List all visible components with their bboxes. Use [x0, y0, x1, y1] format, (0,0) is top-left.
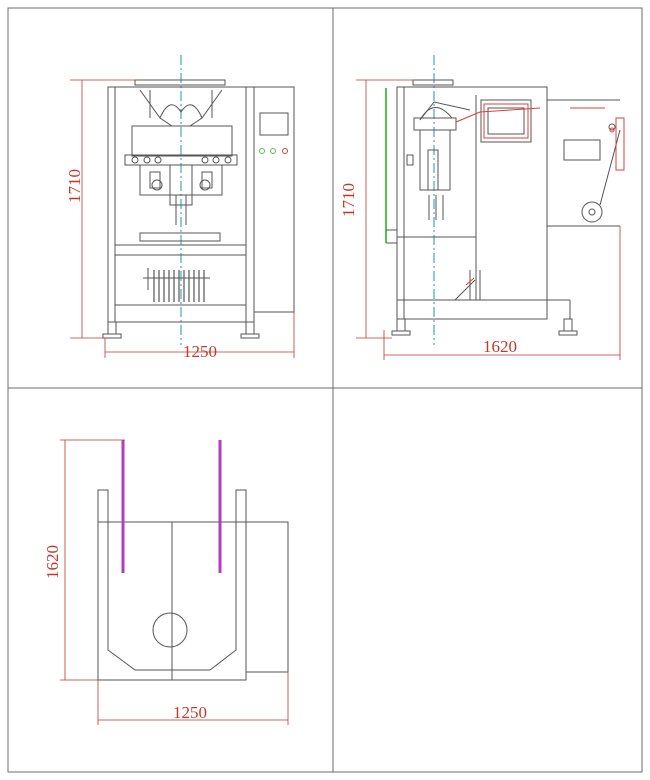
top-width-dimension: 1250 — [173, 703, 207, 722]
button-green-right — [270, 148, 276, 154]
top-view: 1620 1250 — [43, 439, 289, 725]
side-machine-body — [386, 79, 621, 336]
front-dimensions — [70, 79, 295, 358]
front-comb-teeth — [153, 270, 205, 302]
side-dimensions — [356, 79, 621, 360]
front-width-dimension: 1250 — [183, 342, 217, 361]
front-view: 1710 1250 — [65, 55, 295, 361]
button-red — [282, 148, 288, 154]
empty-quadrant — [334, 389, 641, 771]
top-view-rails — [121, 440, 222, 573]
side-view: 1710 1620 — [339, 55, 625, 360]
top-dimensions — [60, 439, 289, 725]
top-depth-dimension: 1620 — [43, 545, 62, 579]
side-width-dimension: 1620 — [483, 337, 517, 356]
sheet-frame — [7, 7, 643, 773]
front-height-dimension: 1710 — [65, 169, 84, 203]
top-machine-outline — [97, 489, 289, 681]
button-green-left — [259, 148, 265, 154]
front-control-buttons — [259, 148, 288, 154]
side-height-dimension: 1710 — [339, 183, 358, 217]
side-film-path — [455, 103, 625, 286]
front-rollers — [131, 156, 232, 191]
